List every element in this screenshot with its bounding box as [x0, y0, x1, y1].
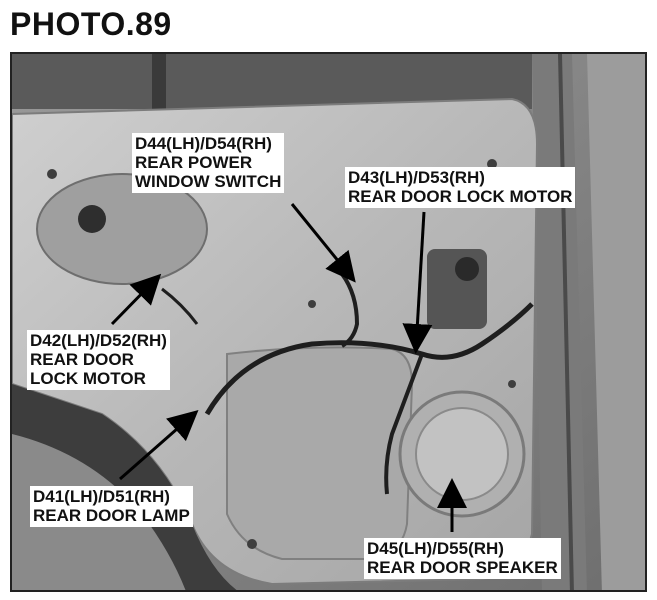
callout-power-window-switch: D44(LH)/D54(RH) REAR POWER WINDOW SWITCH — [132, 133, 285, 193]
callout-code: D42(LH)/D52(RH) — [30, 331, 167, 350]
callout-door-lock-motor-right: D43(LH)/D53(RH) REAR DOOR LOCK MOTOR — [345, 167, 576, 208]
callout-code: D41(LH)/D51(RH) — [33, 487, 170, 506]
callout-door-speaker: D45(LH)/D55(RH) REAR DOOR SPEAKER — [364, 538, 561, 579]
callout-door-lamp: D41(LH)/D51(RH) REAR DOOR LAMP — [30, 486, 193, 527]
callout-label: REAR DOOR — [30, 350, 134, 369]
callout-label: REAR DOOR LOCK MOTOR — [348, 187, 573, 206]
callout-code: D43(LH)/D53(RH) — [348, 168, 485, 187]
callout-label: REAR DOOR SPEAKER — [367, 558, 558, 577]
callout-label: LOCK MOTOR — [30, 369, 146, 388]
callout-code: D45(LH)/D55(RH) — [367, 539, 504, 558]
callout-code: D44(LH)/D54(RH) — [135, 134, 272, 153]
callout-label: REAR DOOR LAMP — [33, 506, 190, 525]
callout-label: REAR POWER — [135, 153, 253, 172]
page-title: PHOTO.89 — [10, 6, 172, 42]
callout-door-lock-motor-left: D42(LH)/D52(RH) REAR DOOR LOCK MOTOR — [27, 330, 170, 390]
callout-label: WINDOW SWITCH — [135, 172, 282, 191]
